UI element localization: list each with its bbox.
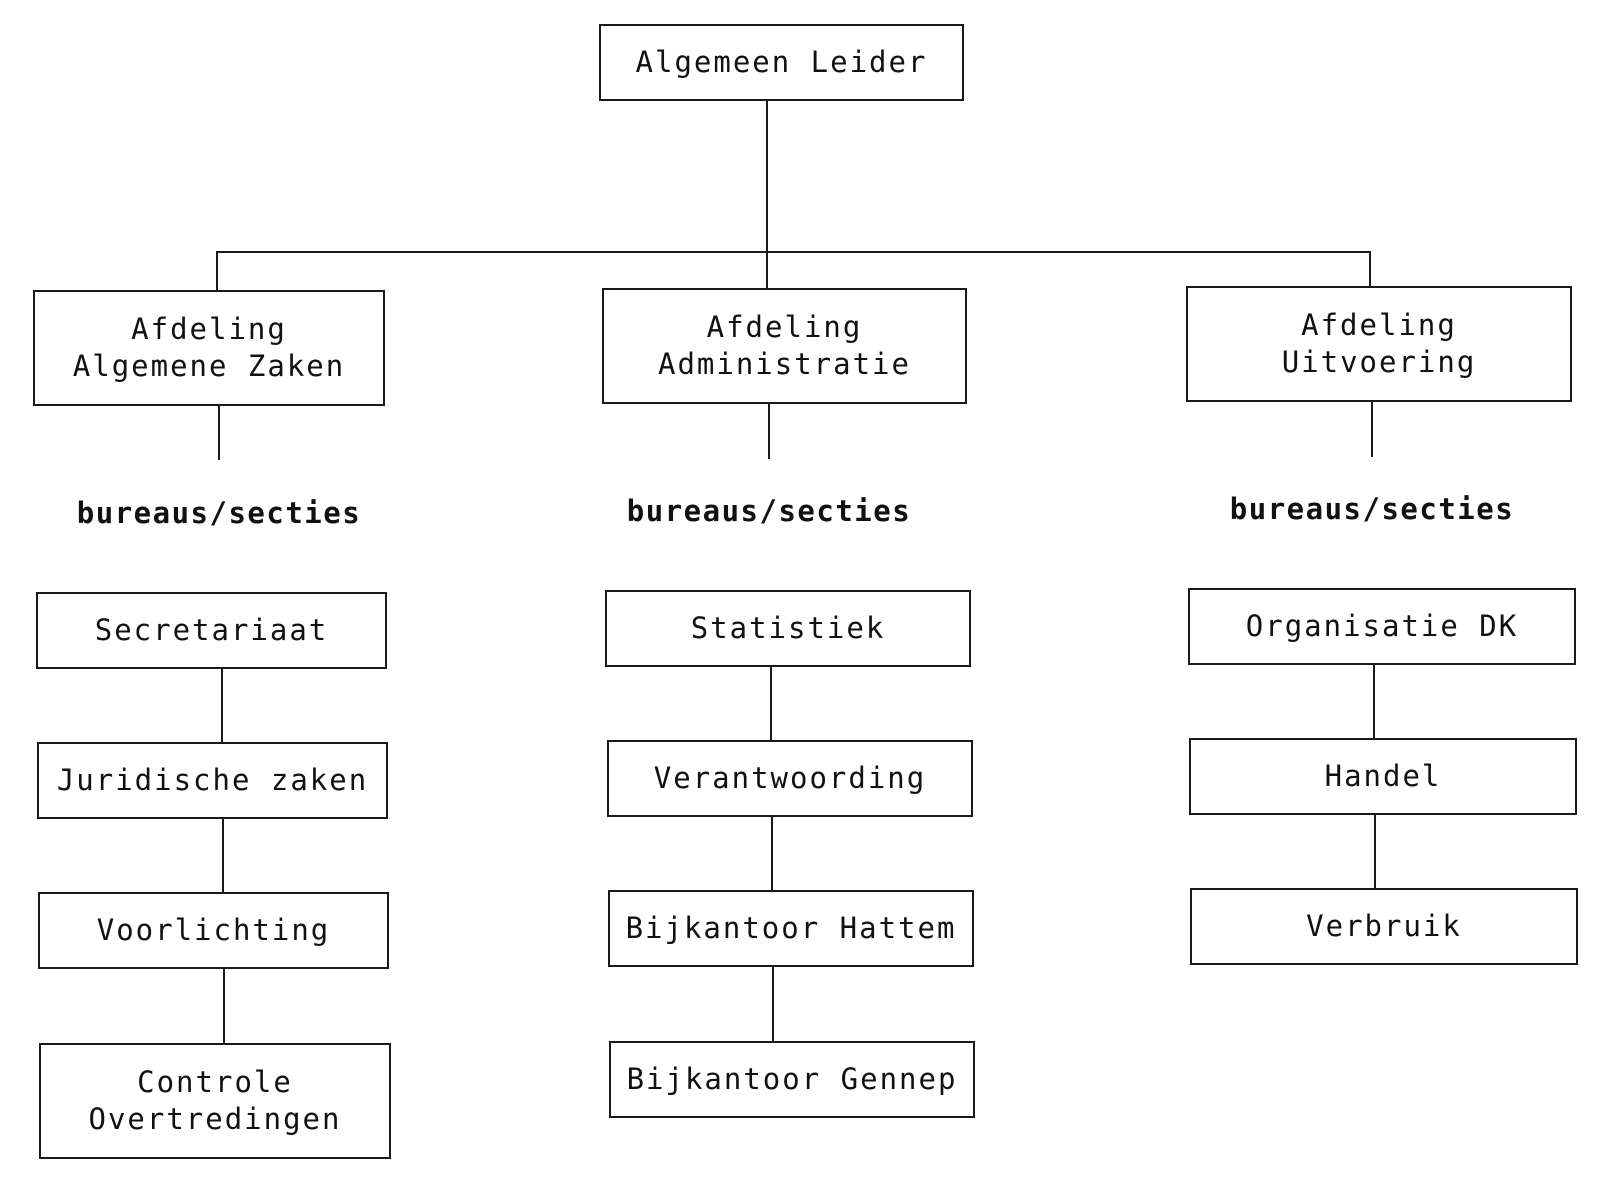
connector-dept-3-down bbox=[1371, 401, 1373, 457]
connector-dept-1-down bbox=[218, 405, 220, 460]
connector-horizontal-bus bbox=[216, 251, 1371, 253]
connector-col2-3 bbox=[772, 966, 774, 1042]
department-box-administratie: Afdeling Administratie bbox=[602, 288, 967, 404]
connector-col1-3 bbox=[223, 968, 225, 1044]
unit-box-verantwoording: Verantwoording bbox=[607, 740, 973, 817]
department-label-line1: Afdeling bbox=[1301, 308, 1457, 342]
connector-col2-2 bbox=[771, 816, 773, 891]
department-label-line2: Algemene Zaken bbox=[72, 349, 346, 383]
connector-col1-2 bbox=[222, 818, 224, 893]
connector-col2-1 bbox=[770, 666, 772, 741]
unit-box-statistiek: Statistiek bbox=[605, 590, 971, 667]
unit-box-secretariaat: Secretariaat bbox=[36, 592, 387, 669]
unit-box-handel: Handel bbox=[1189, 738, 1577, 815]
connector-col3-2 bbox=[1374, 814, 1376, 889]
department-label-line2: Uitvoering bbox=[1281, 345, 1477, 379]
department-box-uitvoering: Afdeling Uitvoering bbox=[1186, 286, 1572, 402]
unit-label: Bijkantoor Gennep bbox=[626, 1062, 958, 1096]
unit-label: Secretariaat bbox=[94, 613, 329, 647]
connector-col3-1 bbox=[1373, 664, 1375, 739]
connector-top-vertical bbox=[766, 100, 768, 290]
connector-dept-1 bbox=[216, 251, 218, 292]
unit-box-bijkantoor-hattem: Bijkantoor Hattem bbox=[608, 890, 974, 967]
section-label-algemene-zaken: bureaus/secties bbox=[76, 496, 362, 530]
connector-dept-2-down bbox=[768, 403, 770, 459]
section-label-uitvoering: bureaus/secties bbox=[1229, 492, 1515, 526]
unit-label: Bijkantoor Hattem bbox=[625, 911, 957, 945]
department-label-line2: Administratie bbox=[658, 347, 911, 381]
unit-box-voorlichting: Voorlichting bbox=[38, 892, 389, 969]
section-label-administratie: bureaus/secties bbox=[626, 494, 912, 528]
connector-dept-3 bbox=[1369, 251, 1371, 289]
unit-label: Verbruik bbox=[1306, 909, 1462, 943]
unit-label-line2: Overtredingen bbox=[88, 1102, 342, 1136]
connector-col1-1 bbox=[221, 668, 223, 743]
unit-label: Voorlichting bbox=[96, 913, 331, 947]
unit-box-juridische-zaken: Juridische zaken bbox=[37, 742, 388, 819]
unit-label-line1: Controle bbox=[137, 1065, 293, 1099]
unit-label: Verantwoording bbox=[653, 761, 927, 795]
unit-box-bijkantoor-gennep: Bijkantoor Gennep bbox=[609, 1041, 975, 1118]
unit-box-organisatie-dk: Organisatie DK bbox=[1188, 588, 1576, 665]
unit-label: Handel bbox=[1324, 759, 1442, 793]
unit-label: Organisatie DK bbox=[1245, 609, 1519, 643]
department-label-line1: Afdeling bbox=[131, 312, 287, 346]
top-leader-box: Algemeen Leider bbox=[599, 24, 964, 101]
unit-label: Statistiek bbox=[690, 611, 886, 645]
department-label-line1: Afdeling bbox=[706, 310, 863, 344]
department-box-algemene-zaken: Afdeling Algemene Zaken bbox=[33, 290, 385, 406]
unit-label: Juridische zaken bbox=[56, 763, 369, 797]
top-leader-label: Algemeen Leider bbox=[635, 45, 928, 79]
unit-box-controle-overtredingen: Controle Overtredingen bbox=[39, 1043, 391, 1159]
unit-box-verbruik: Verbruik bbox=[1190, 888, 1578, 965]
